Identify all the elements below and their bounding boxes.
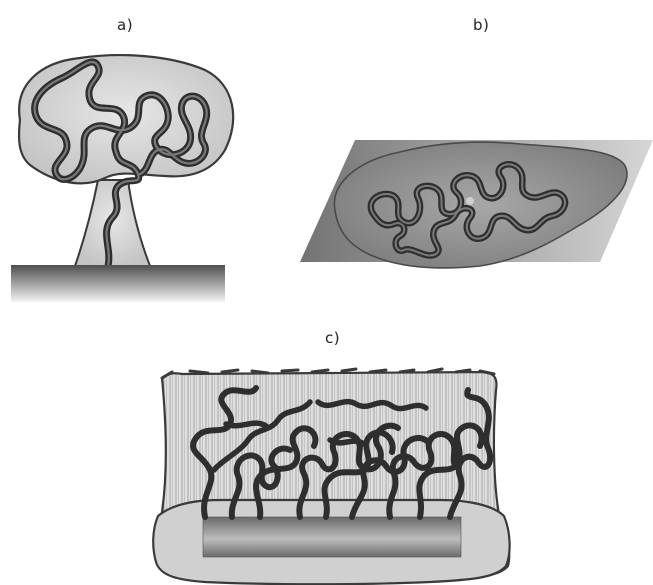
panel-a-mushroom (11, 55, 233, 302)
panel-c-brush (153, 369, 509, 584)
substrate-a (11, 265, 225, 302)
anchor-point-b (466, 197, 474, 205)
substrate-c (203, 517, 461, 557)
panel-b-pancake (300, 140, 653, 268)
